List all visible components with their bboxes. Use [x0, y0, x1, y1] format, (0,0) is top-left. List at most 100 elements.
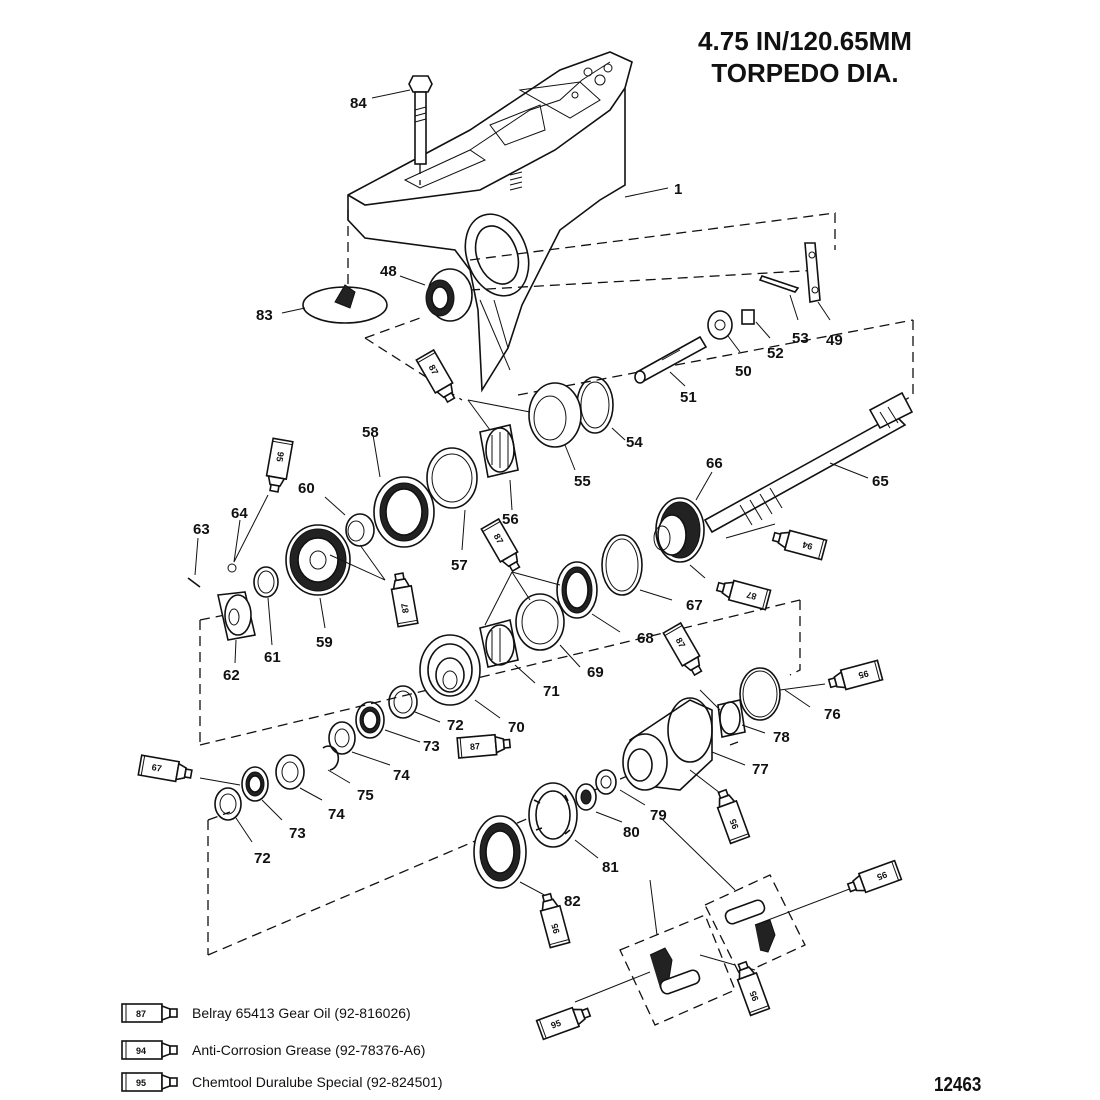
- tube-95-g: 95: [535, 1002, 594, 1041]
- callout-53: 53: [792, 330, 809, 347]
- parts-72-73-upper: [355, 685, 418, 739]
- svg-text:87: 87: [674, 636, 688, 650]
- tube-87-a: 87: [415, 349, 461, 406]
- callout-61: 61: [264, 649, 281, 666]
- callout-60: 60: [298, 480, 315, 497]
- tube-67: 67: [137, 754, 194, 785]
- callout-74b: 74: [328, 806, 345, 823]
- callout-55: 55: [574, 473, 591, 490]
- callout-80: 80: [623, 824, 640, 841]
- callout-51: 51: [680, 389, 697, 406]
- svg-text:87: 87: [745, 589, 757, 601]
- svg-text:94: 94: [136, 1046, 146, 1056]
- tube-87-f: 87: [456, 732, 512, 759]
- parts-61-64: [187, 563, 279, 641]
- callout-62: 62: [223, 667, 240, 684]
- callout-70: 70: [508, 719, 525, 736]
- callout-52: 52: [767, 345, 784, 362]
- callout-76: 76: [824, 706, 841, 723]
- callout-69: 69: [587, 664, 604, 681]
- svg-text:87: 87: [492, 532, 506, 546]
- legend-text-94: Anti-Corrosion Grease (92-78376-A6): [192, 1042, 426, 1058]
- tube-87-d: 87: [714, 576, 772, 611]
- bolt-part-84: [408, 75, 433, 165]
- callout-78: 78: [773, 729, 790, 746]
- callout-57: 57: [451, 557, 468, 574]
- tube-87-b: 87: [480, 518, 526, 575]
- drawing-number: 12463: [934, 1074, 982, 1096]
- callout-59: 59: [316, 634, 333, 651]
- parts-74-75: [214, 721, 356, 821]
- rings-parts-67-69: [515, 534, 643, 651]
- propshaft-part-65: [703, 391, 914, 534]
- svg-text:95: 95: [857, 668, 869, 680]
- anode-part-83: [302, 284, 388, 324]
- svg-text:95: 95: [274, 451, 286, 463]
- gear-housing-part-1: [347, 51, 633, 393]
- tube-87-c: 87: [388, 571, 419, 628]
- callout-50: 50: [735, 363, 752, 380]
- tube-95-f: 95: [732, 958, 771, 1017]
- gear-part-59: [285, 524, 351, 596]
- tube-95-a: 95: [263, 437, 294, 494]
- legend-row-95: Chemtool Duralube Special (92-824501): [118, 1069, 443, 1095]
- svg-text:87: 87: [470, 741, 481, 752]
- svg-text:95: 95: [550, 1018, 563, 1031]
- callout-79: 79: [650, 807, 667, 824]
- legend-text-87: Belray 65413 Gear Oil (92-816026): [192, 1005, 411, 1021]
- bearing-parts-54-56: [479, 376, 614, 478]
- detail-box-left: [619, 914, 736, 1026]
- callout-56: 56: [502, 511, 519, 528]
- callout-65: 65: [872, 473, 889, 490]
- svg-text:95: 95: [876, 869, 889, 882]
- legend-row-87: Belray 65413 Gear Oil (92-816026): [118, 1000, 411, 1026]
- callout-75: 75: [357, 787, 374, 804]
- callout-1: 1: [674, 181, 682, 198]
- callout-73a: 73: [423, 738, 440, 755]
- bearing-part-60: [345, 513, 375, 547]
- svg-text:87: 87: [136, 1009, 146, 1019]
- parts-79-82: [473, 769, 617, 889]
- callout-83: 83: [256, 307, 273, 324]
- callout-48: 48: [380, 263, 397, 280]
- title-line-2: TORPEDO DIA.: [711, 58, 899, 88]
- callout-73b: 73: [289, 825, 306, 842]
- legend-row-94: Anti-Corrosion Grease (92-78376-A6): [118, 1037, 425, 1063]
- legend-text-95: Chemtool Duralube Special (92-824501): [192, 1074, 443, 1090]
- callout-82: 82: [564, 893, 581, 910]
- callout-81: 81: [602, 859, 619, 876]
- legend-tube-87: 87: [121, 1003, 178, 1023]
- tube-87-e: 87: [662, 622, 708, 679]
- svg-text:87: 87: [427, 363, 441, 377]
- svg-text:67: 67: [151, 762, 163, 774]
- callout-68: 68: [637, 630, 654, 647]
- tube-95-e: 95: [844, 859, 903, 898]
- callout-63: 63: [193, 521, 210, 538]
- callout-58: 58: [362, 424, 379, 441]
- gear-part-66: [653, 497, 705, 563]
- parts-70-71: [419, 619, 519, 706]
- svg-text:87: 87: [399, 602, 411, 614]
- callout-74a: 74: [393, 767, 410, 784]
- callout-71: 71: [543, 683, 560, 700]
- callout-54: 54: [626, 434, 643, 451]
- svg-text:94: 94: [801, 539, 813, 551]
- tube-95-d: 95: [536, 891, 571, 949]
- svg-text:95: 95: [748, 990, 761, 1003]
- legend-tube-94: 94: [121, 1040, 178, 1060]
- callout-72a: 72: [447, 717, 464, 734]
- tube-94: 94: [770, 526, 828, 561]
- tube-95-b: 95: [826, 659, 884, 694]
- callout-67a: 67: [686, 597, 703, 614]
- callout-49: 49: [826, 332, 843, 349]
- svg-text:95: 95: [549, 922, 561, 934]
- shift-parts-49-53: [634, 242, 821, 384]
- callout-77: 77: [752, 761, 769, 778]
- callout-84: 84: [350, 95, 367, 112]
- svg-text:95: 95: [136, 1078, 146, 1088]
- carrier-part-48: [425, 268, 473, 322]
- svg-text:95: 95: [728, 818, 741, 831]
- title-line-1: 4.75 IN/120.65MM: [698, 26, 912, 56]
- shim-and-thrust-bearing-57-58: [373, 447, 478, 548]
